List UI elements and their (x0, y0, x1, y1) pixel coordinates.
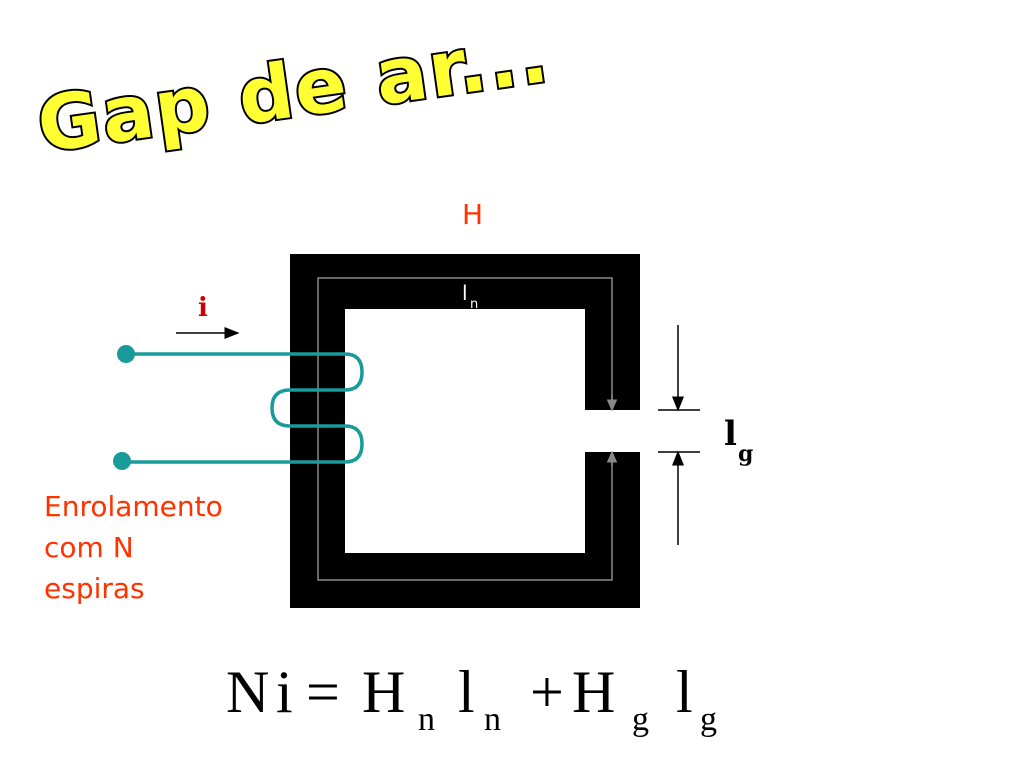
svg-text:n: n (418, 701, 435, 738)
terminal-bottom (113, 452, 131, 470)
svg-text:l: l (462, 281, 468, 305)
ampere-law-formula: N i = H n l n + H g l g (226, 659, 717, 738)
svg-text:i: i (276, 659, 293, 725)
slide-title: Gap de ar... (32, 10, 555, 170)
svg-text:n: n (470, 297, 478, 312)
svg-text:com N: com N (44, 531, 134, 564)
svg-text:g: g (738, 441, 753, 467)
svg-text:n: n (484, 701, 501, 738)
svg-text:l: l (676, 659, 693, 725)
gap-length-label: l g (724, 414, 753, 467)
svg-text:H: H (572, 659, 615, 725)
mean-path-line (317, 277, 613, 581)
current-label: i (198, 293, 208, 323)
svg-text:g: g (700, 701, 717, 738)
svg-text:Enrolamento: Enrolamento (44, 490, 223, 523)
magnetic-core (290, 254, 640, 608)
svg-text:espiras: espiras (44, 572, 145, 605)
core-length-label: l n (462, 281, 478, 312)
svg-text:l: l (724, 414, 737, 454)
svg-text:l: l (458, 659, 475, 725)
svg-text:+: + (530, 659, 564, 725)
svg-text:H: H (362, 659, 405, 725)
winding-label: Enrolamento com N espiras (44, 490, 223, 605)
svg-text:=: = (306, 659, 340, 725)
gap-dimension (658, 325, 700, 545)
field-label: H (462, 198, 483, 231)
svg-text:g: g (632, 701, 649, 738)
svg-text:N: N (226, 659, 269, 725)
winding-coil (122, 352, 364, 464)
terminal-top (117, 345, 135, 363)
